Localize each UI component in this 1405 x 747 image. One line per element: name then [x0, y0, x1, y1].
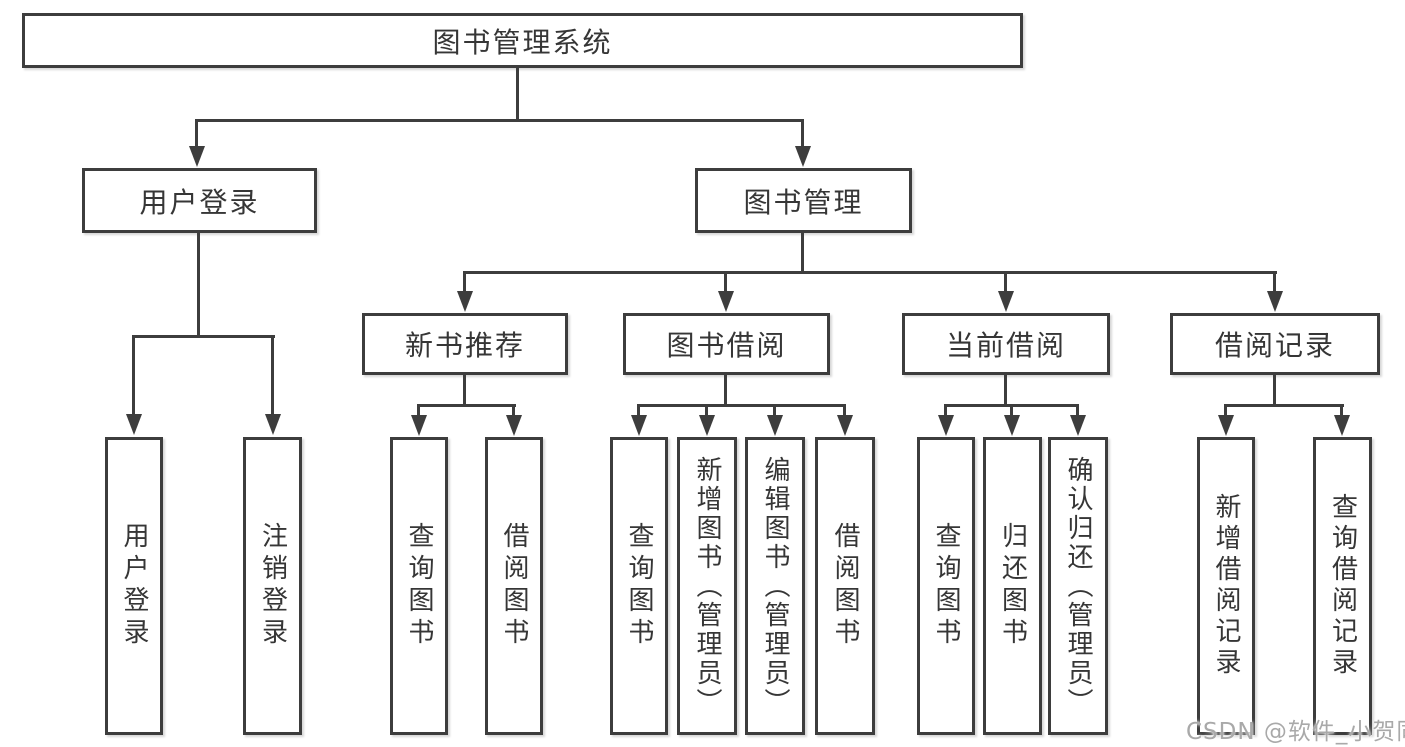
leaf-edit-book-admin: 编辑图书（管理员） [745, 437, 805, 735]
node-borrow-records-label: 借阅记录 [1214, 329, 1335, 362]
leaf-add-borrow-record: 新增借阅记录 [1197, 437, 1255, 735]
node-current-borrowing-label: 当前借阅 [945, 329, 1066, 362]
node-book-borrowing: 图书借阅 [623, 313, 830, 375]
leaf-query-books-2: 查询图书 [610, 437, 668, 735]
connector-arrow-edit-book [773, 404, 776, 415]
node-current-borrowing: 当前借阅 [902, 313, 1110, 375]
leaf-query-books-1-label: 查询图书 [404, 522, 434, 650]
node-new-book-recommend: 新书推荐 [362, 313, 568, 375]
connector-book-management-feed [801, 233, 804, 274]
connector-new-book-horizontal [417, 404, 516, 407]
leaf-logout-label: 注销登录 [257, 522, 288, 650]
leaf-borrow-books-2: 借阅图书 [815, 437, 875, 735]
connector-borrow-records-horizontal [1224, 404, 1344, 407]
connector-arrow-add-record [1224, 404, 1227, 415]
node-book-borrowing-label: 图书借阅 [666, 329, 787, 362]
csdn-watermark: CSDN @软件_小贺同学 [1186, 719, 1405, 745]
leaf-query-borrow-record-label: 查询借阅记录 [1327, 493, 1358, 679]
node-book-management: 图书管理 [695, 168, 912, 233]
connector-book-borrowing-horizontal [637, 404, 846, 407]
connector-current-borrowing-feed [1004, 375, 1007, 406]
leaf-borrow-books-2-label: 借阅图书 [830, 522, 860, 650]
leaf-query-borrow-record: 查询借阅记录 [1313, 437, 1372, 735]
leaf-add-book-admin-label: 新增图书（管理员） [692, 455, 722, 717]
leaf-confirm-return-admin: 确认归还（管理员） [1048, 437, 1108, 735]
leaf-confirm-return-admin-label: 确认归还（管理员） [1063, 455, 1093, 717]
connector-arrow-return-books [1010, 404, 1013, 415]
node-user-login-label: 用户登录 [139, 185, 260, 219]
node-library-system: 图书管理系统 [22, 13, 1023, 68]
connector-level3-horizontal [463, 271, 1277, 274]
connector-arrow-borrow-books-2 [843, 404, 846, 415]
connector-arrow-current-borrowing [1004, 271, 1007, 291]
connector-arrow-book-borrowing [724, 271, 727, 291]
connector-arrow-confirm-return [1076, 404, 1079, 415]
connector-arrow-query-books-3 [944, 404, 947, 415]
connector-arrow-query-record [1340, 404, 1343, 415]
connector-arrow-query-books-2 [637, 404, 640, 415]
leaf-query-books-2-label: 查询图书 [624, 522, 654, 650]
node-library-system-label: 图书管理系统 [432, 25, 613, 59]
node-user-login: 用户登录 [82, 168, 317, 233]
leaf-add-borrow-record-label: 新增借阅记录 [1211, 493, 1241, 679]
connector-arrow-borrow-books-1 [512, 404, 515, 415]
node-borrow-records: 借阅记录 [1170, 313, 1380, 375]
connector-arrow-add-book [705, 404, 708, 415]
leaf-borrow-books-1-label: 借阅图书 [499, 522, 529, 650]
leaf-user-login-label: 用户登录 [119, 522, 149, 650]
leaf-edit-book-admin-label: 编辑图书（管理员） [760, 455, 790, 717]
connector-arrow-book-management [801, 119, 804, 146]
leaf-logout: 注销登录 [243, 437, 302, 735]
leaf-return-books-label: 归还图书 [997, 522, 1028, 650]
node-new-book-recommend-label: 新书推荐 [404, 329, 525, 362]
connector-book-borrowing-feed [724, 375, 727, 406]
connector-arrow-leaf-logout [271, 335, 274, 414]
node-book-management-label: 图书管理 [743, 185, 864, 219]
connector-arrow-borrow-records [1273, 271, 1276, 291]
connector-arrow-new-book-recommend [463, 271, 466, 291]
connector-borrow-records-feed [1273, 375, 1276, 406]
leaf-return-books: 归还图书 [983, 437, 1042, 735]
connector-arrow-query-books-1 [417, 404, 420, 415]
leaf-add-book-admin: 新增图书（管理员） [677, 437, 737, 735]
connector-root-feed [516, 68, 519, 122]
leaf-user-login: 用户登录 [105, 437, 163, 735]
connector-level2-horizontal [196, 119, 804, 122]
leaf-query-books-3: 查询图书 [917, 437, 975, 735]
leaf-borrow-books-1: 借阅图书 [485, 437, 543, 735]
connector-user-login-feed [197, 233, 200, 337]
connector-new-book-feed [463, 375, 466, 406]
connector-arrow-leaf-user-login [132, 335, 135, 414]
leaf-query-books-3-label: 查询图书 [931, 522, 961, 650]
connector-user-login-horizontal [133, 335, 275, 338]
connector-arrow-user-login [195, 119, 198, 146]
leaf-query-books-1: 查询图书 [390, 437, 448, 735]
